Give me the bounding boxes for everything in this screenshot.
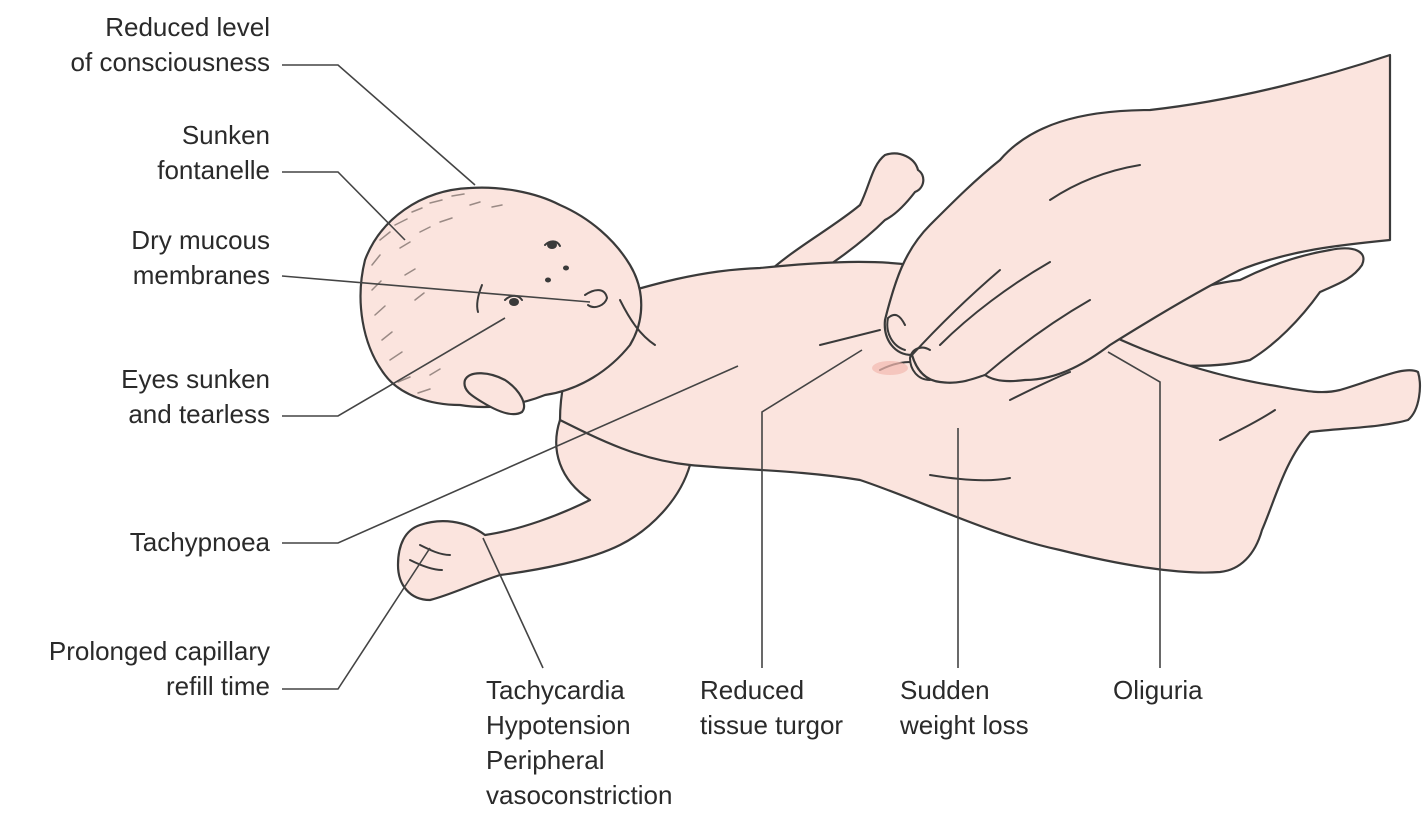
leader-consciousness (282, 65, 475, 185)
label-tachycardia-hypotension-vasoconstriction: Tachycardia Hypotension Peripheral vasoc… (486, 673, 672, 813)
label-reduced-consciousness: Reduced level of consciousness (71, 10, 270, 80)
label-oliguria: Oliguria (1113, 673, 1203, 708)
label-tachypnoea: Tachypnoea (130, 525, 270, 560)
label-dry-mucous-membranes: Dry mucous membranes (131, 223, 270, 293)
label-sunken-fontanelle: Sunken fontanelle (157, 118, 270, 188)
label-reduced-tissue-turgor: Reduced tissue turgor (700, 673, 843, 743)
label-sudden-weight-loss: Sudden weight loss (900, 673, 1029, 743)
label-prolonged-capillary-refill: Prolonged capillary refill time (49, 634, 270, 704)
label-eyes-sunken-tearless: Eyes sunken and tearless (121, 362, 270, 432)
